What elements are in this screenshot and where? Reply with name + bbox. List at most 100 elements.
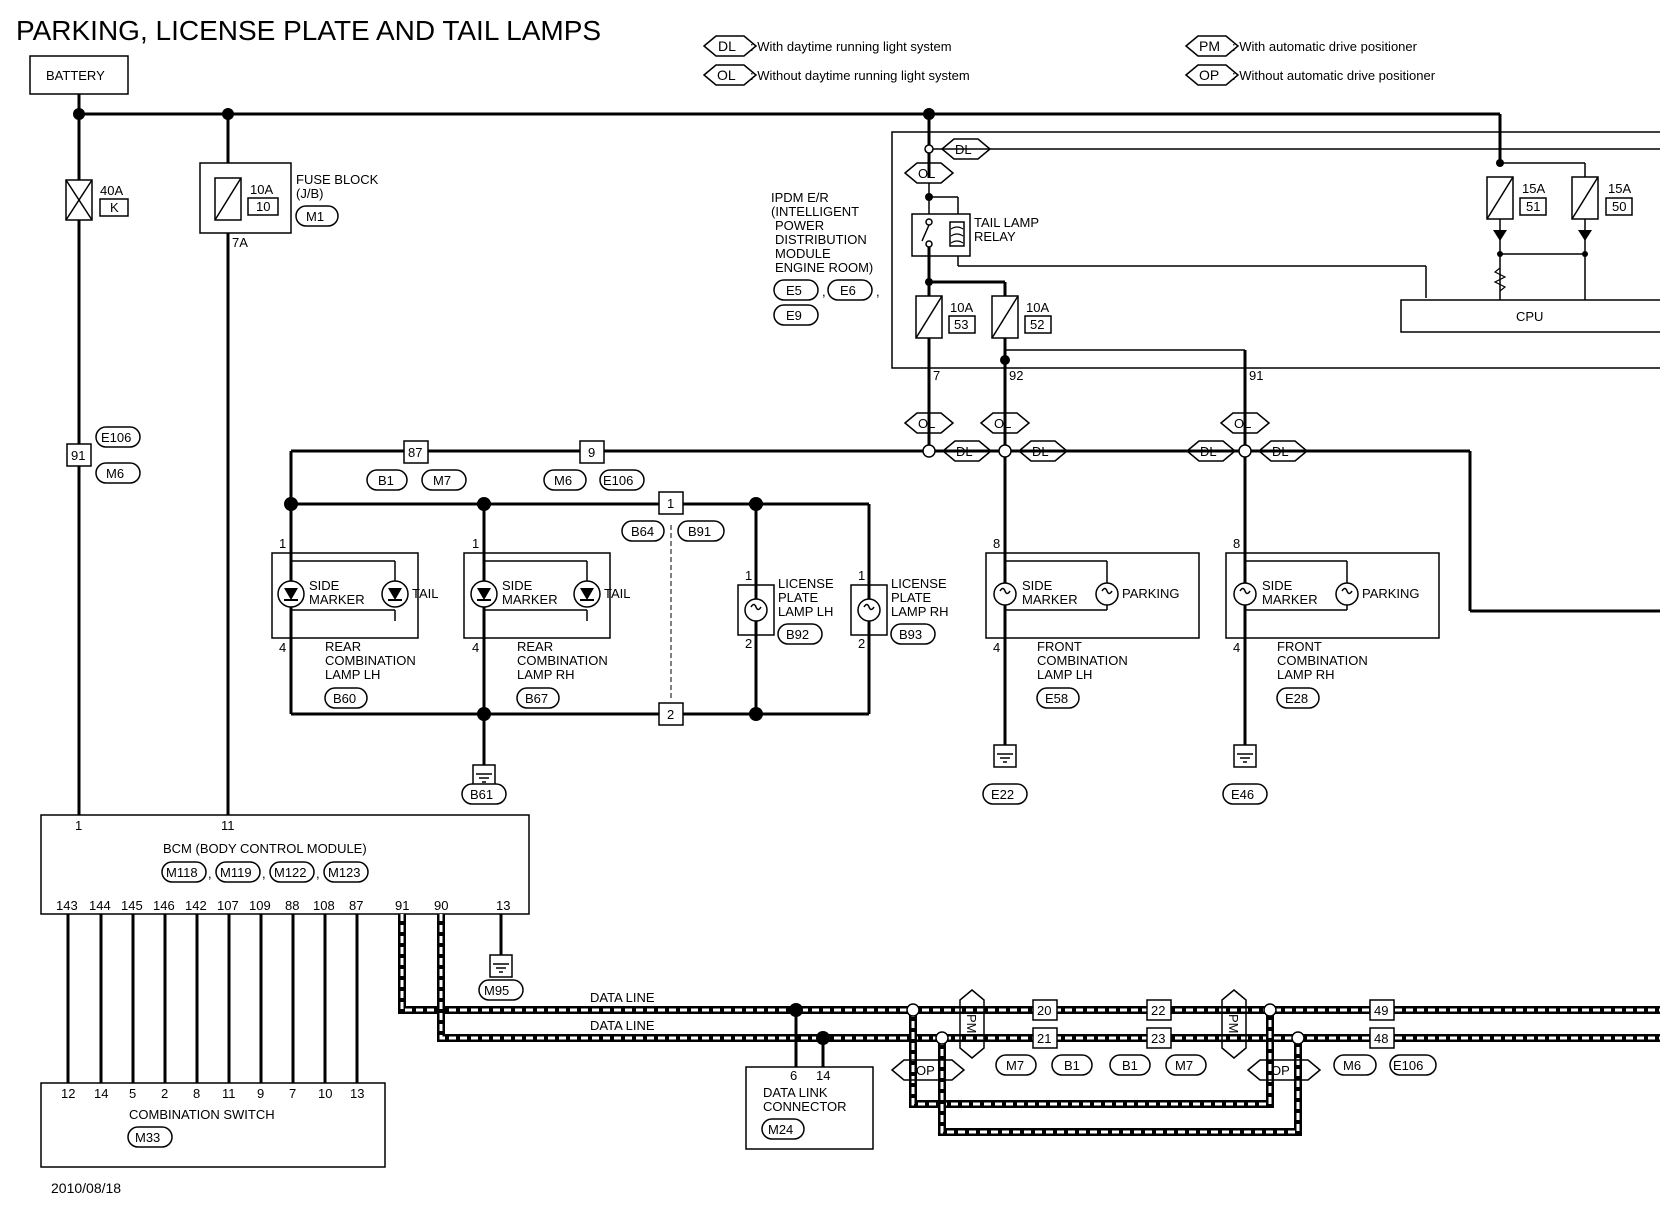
bcm-conn-m119: M119 — [220, 865, 252, 880]
lic-lh-name-3: LAMP LH — [778, 604, 833, 619]
fuse-block-terminal: 7A — [232, 235, 248, 250]
ipdm-frame — [891, 131, 1660, 369]
rear-rh-pin-bottom: 4 — [472, 640, 479, 655]
front-rh-parking-icon — [1335, 582, 1359, 606]
rear-lh-pin-bottom: 4 — [279, 640, 286, 655]
data-line-label-2: DATA LINE — [590, 1018, 655, 1033]
sw-pin-7: 7 — [289, 1086, 296, 1101]
ground-e46: E46 — [1231, 787, 1254, 802]
conn-9-box — [579, 440, 605, 464]
svg-text:,: , — [316, 866, 320, 881]
legend-dl-text: : With daytime running light system — [750, 39, 952, 54]
dlc-name-1: DATA LINK — [763, 1085, 828, 1100]
lic-rh-connector: B93 — [899, 627, 922, 642]
legend-dl-tag: DL — [718, 38, 736, 54]
bcm-pin-144: 144 — [89, 898, 111, 913]
front-rh-side: SIDE — [1262, 578, 1293, 593]
rear-lh-name-2: COMBINATION — [325, 653, 416, 668]
conn-87-c2: M7 — [433, 473, 451, 488]
ipdm-name-3: POWER — [775, 218, 824, 233]
rear-lamp-lh — [271, 552, 419, 639]
rear-rh-connector: B67 — [525, 691, 548, 706]
sw-pin-11: 11 — [222, 1086, 236, 1101]
rear-rh-pin-top: 1 — [472, 536, 479, 551]
op-bypass-lines — [909, 1010, 1302, 1136]
relay-label-2: RELAY — [974, 229, 1016, 244]
svg-text:,: , — [262, 866, 266, 881]
tag-ol-out3 — [1219, 412, 1271, 434]
data-conn-a-pin-20: 20 — [1037, 1003, 1051, 1018]
ipdm-conn-e5: E5 — [786, 283, 802, 298]
conn-9-c2: E106 — [603, 473, 633, 488]
legend-pm-text: : With automatic drive positioner — [1232, 39, 1418, 54]
ipdm-name-5: MODULE — [775, 246, 831, 261]
tag-op-left-text: OP — [916, 1063, 935, 1078]
tag-dl-bus2 — [1017, 440, 1069, 462]
conn-9-c1: M6 — [554, 473, 572, 488]
fuse-40a-id: K — [110, 200, 119, 215]
data-line-label-1: DATA LINE — [590, 990, 655, 1005]
fuse-53-rating: 10A — [950, 300, 973, 315]
tag-dl-bus2-text: DL — [1032, 444, 1049, 459]
lic-lh-name-1: LICENSE — [778, 576, 834, 591]
lic-rh-name-2: PLATE — [891, 590, 932, 605]
rear-lh-side-marker-icon — [277, 580, 305, 608]
fuse-block-rating: 10A — [250, 182, 273, 197]
ipdm-out-7: 7 — [933, 368, 940, 383]
tag-op-right-text: OP — [1271, 1063, 1290, 1078]
lic-lh-pin-bottom: 2 — [745, 636, 752, 651]
front-lh-pin-bottom: 4 — [993, 640, 1000, 655]
fuse-50-id: 50 — [1612, 199, 1626, 214]
tag-dl-bus1 — [941, 440, 993, 462]
lic-lh-name-2: PLATE — [778, 590, 819, 605]
bcm-pin-142: 142 — [185, 898, 207, 913]
lic-rh-pin-top: 1 — [858, 568, 865, 583]
tag-pm-left — [959, 989, 985, 1059]
license-lamp-lh — [737, 584, 775, 636]
legend-op: OP : Without automatic drive positioner — [1184, 64, 1436, 86]
sw-pin-13: 13 — [350, 1086, 364, 1101]
tag-ol-ipdm — [903, 162, 955, 184]
fuse-50-rating: 15A — [1608, 181, 1631, 196]
data-conn-c-c2: E106 — [1393, 1058, 1423, 1073]
relay-label-1: TAIL LAMP — [974, 215, 1039, 230]
data-conn-b-pin-22: 22 — [1151, 1003, 1165, 1018]
diagram-date: 2010/08/18 — [51, 1180, 121, 1196]
rear-rh-name-2: COMBINATION — [517, 653, 608, 668]
tag-dl-ipdm — [940, 138, 992, 160]
ipdm-name-2: (INTELLIGENT — [771, 204, 859, 219]
data-conn-b-pin-23: 23 — [1151, 1031, 1165, 1046]
data-conn-b-c1: B1 — [1122, 1058, 1138, 1073]
fuse-51-rating: 15A — [1522, 181, 1545, 196]
combination-switch-name: COMBINATION SWITCH — [129, 1107, 275, 1122]
front-rh-pin-bottom: 4 — [1233, 640, 1240, 655]
tag-ol-out2 — [979, 412, 1031, 434]
front-lh-pin-top: 8 — [993, 536, 1000, 551]
tag-ol-out1 — [903, 412, 955, 434]
tag-dl-bus3-text: DL — [1200, 444, 1217, 459]
ground-m95: M95 — [484, 983, 509, 998]
rear-lh-name-3: LAMP LH — [325, 667, 380, 682]
combination-switch-box — [40, 1082, 386, 1168]
ground-b61: B61 — [470, 787, 493, 802]
tag-pm-right-text: PM — [1226, 1014, 1241, 1034]
license-lh-bulb-icon — [744, 598, 768, 622]
rear-lh-tail: TAIL — [412, 586, 439, 601]
rear-rh-marker: MARKER — [502, 592, 558, 607]
junction-pin1 — [658, 491, 684, 515]
bcm-conn-m118: M118 — [166, 865, 198, 880]
rear-rh-name-3: LAMP RH — [517, 667, 575, 682]
lic-rh-pin-bottom: 2 — [858, 636, 865, 651]
conn-91-pin: 91 — [71, 448, 85, 463]
bcm-pin-108: 108 — [313, 898, 335, 913]
battery-label: BATTERY — [46, 68, 105, 83]
rear-lamp-rh — [463, 552, 611, 639]
ipdm-name-6: ENGINE ROOM) — [775, 260, 873, 275]
fuse-block-name: FUSE BLOCK — [296, 172, 379, 187]
bcm-name: BCM (BODY CONTROL MODULE) — [163, 841, 367, 856]
rear-lh-side: SIDE — [309, 578, 340, 593]
fuse-block-id: 10 — [256, 199, 270, 214]
lic-rh-name-3: LAMP RH — [891, 604, 949, 619]
license-rh-bulb-icon — [857, 598, 881, 622]
